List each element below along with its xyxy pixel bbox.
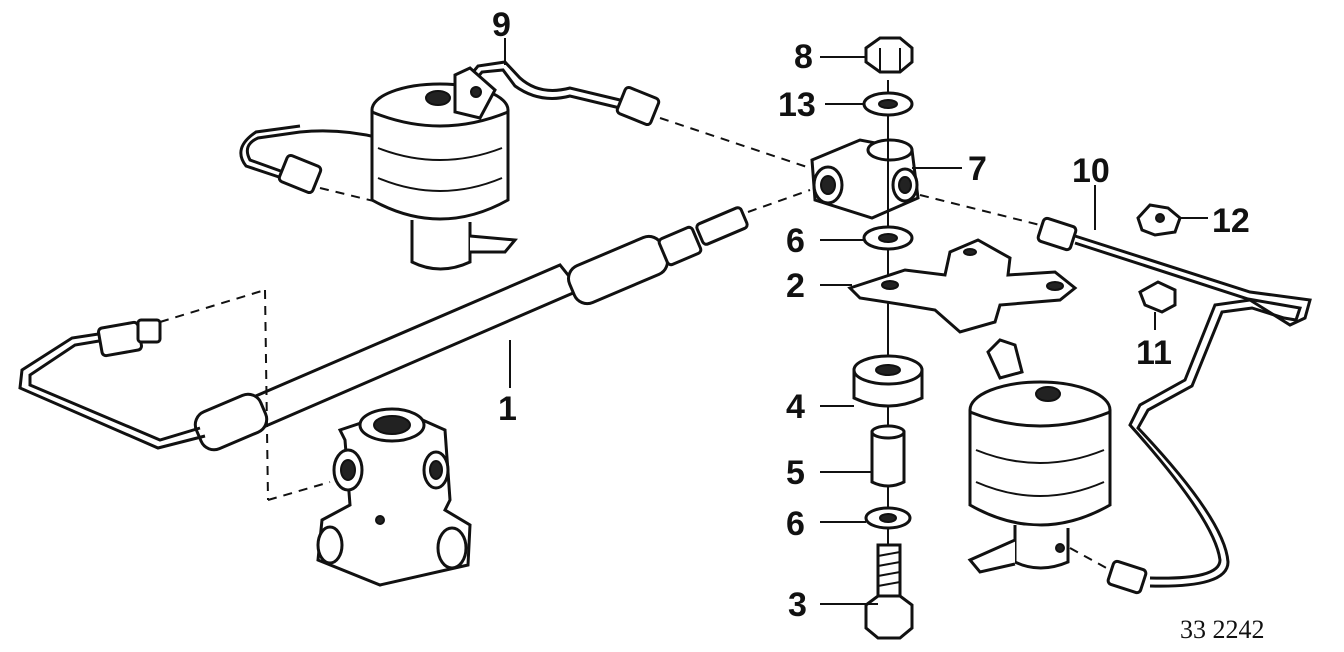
bolt-3 [864,543,914,640]
washer-6-lower [864,506,912,530]
pressure-regulator [316,407,472,587]
brake-line-9 [239,60,811,206]
callout-6-lower: 6 [786,505,805,543]
bracket-2 [847,238,1078,334]
t-piece-7 [810,138,920,220]
brake-line-10 [919,194,1312,595]
brake-hose-1 [18,189,811,501]
washer-13 [862,91,914,117]
callout-8: 8 [794,38,813,76]
rubber-mount-4 [852,354,924,408]
spacer-sleeve-5 [870,424,906,488]
nut-8 [864,36,914,74]
callout-4: 4 [786,388,805,426]
washer-6-upper [862,225,914,251]
pressure-accumulator-lower [967,338,1112,574]
callout-9: 9 [492,6,511,44]
clip-11 [1138,280,1177,314]
callout-2: 2 [786,267,805,305]
callout-3: 3 [788,586,807,624]
reference-code: 33 2242 [1180,615,1265,644]
pressure-accumulator-upper [370,66,518,271]
clip-12 [1136,203,1182,237]
callout-5: 5 [786,454,805,492]
callout-12: 12 [1212,202,1250,240]
callout-7: 7 [968,150,987,188]
callout-6-upper: 6 [786,222,805,260]
callout-10: 10 [1072,152,1110,190]
callout-13: 13 [778,86,816,124]
callout-11: 11 [1136,334,1172,372]
leader-lines [504,38,1208,605]
callout-1: 1 [498,390,517,428]
